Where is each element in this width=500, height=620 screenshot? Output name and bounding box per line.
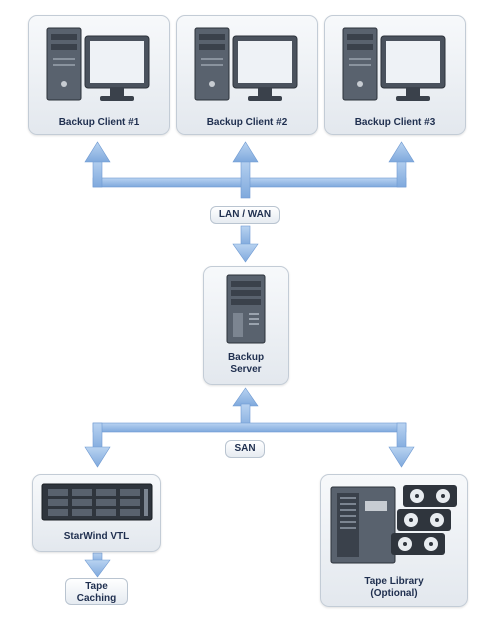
- backup-client-label: Backup Client #2: [206, 117, 288, 128]
- backup-client-label: Backup Client #3: [354, 117, 436, 128]
- backup-client-3-card: Backup Client #3: [324, 15, 466, 135]
- arrow-to-tape-library: [388, 446, 415, 468]
- starwind-vtl-card: StarWind VTL: [32, 474, 161, 552]
- backup-client-label: Backup Client #1: [58, 117, 140, 128]
- tape-library-icon: [330, 485, 457, 564]
- tape-caching-label-line1: Tape: [85, 581, 108, 592]
- san-label: SAN: [225, 440, 265, 458]
- tape-caching-label-line2: Caching: [76, 593, 117, 604]
- arrow-to-tape-caching: [84, 559, 111, 578]
- tape-library-label-line1: Tape Library: [364, 576, 424, 587]
- desktop-computer-icon: [342, 27, 446, 101]
- backup-server-card: Backup Server: [203, 266, 289, 385]
- arrow-to-client-2: [232, 141, 259, 163]
- arrow-to-client-1: [84, 141, 111, 163]
- backup-server-label-line2: Server: [230, 364, 262, 375]
- tape-library-card: Tape Library (Optional): [320, 474, 468, 607]
- server-tower-icon: [226, 274, 266, 344]
- desktop-computer-icon: [46, 27, 150, 101]
- desktop-computer-icon: [194, 27, 298, 101]
- tape-caching-card: Tape Caching: [65, 578, 128, 605]
- rack-storage-icon: [41, 483, 153, 521]
- arrow-from-server: [232, 387, 259, 407]
- tape-library-label-line2: (Optional): [370, 588, 418, 599]
- arrow-to-client-3: [388, 141, 415, 163]
- backup-server-label-line1: Backup: [227, 352, 265, 363]
- arrow-to-server: [232, 243, 259, 263]
- lan-wan-label: LAN / WAN: [210, 206, 280, 224]
- arrow-to-vtl: [84, 446, 111, 468]
- backup-client-2-card: Backup Client #2: [176, 15, 318, 135]
- san-bus: [92, 422, 407, 433]
- backup-client-1-card: Backup Client #1: [28, 15, 170, 135]
- starwind-vtl-label: StarWind VTL: [63, 531, 130, 542]
